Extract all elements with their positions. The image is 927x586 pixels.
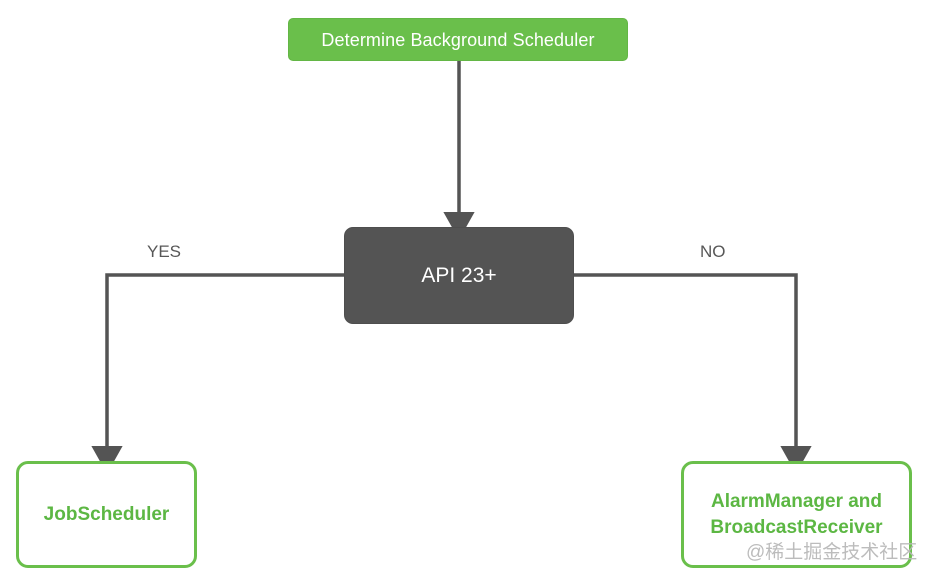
node-alarmmanager-broadcastreceiver[interactable]: AlarmManager and BroadcastReceiver [681, 461, 912, 568]
watermark: @稀土掘金技术社区 [746, 542, 918, 563]
node-label: Determine Background Scheduler [321, 29, 595, 50]
edge-decision-to-yes [91, 273, 344, 474]
node-label: API 23+ [421, 264, 497, 287]
node-api-23-plus[interactable]: API 23+ [344, 227, 574, 324]
edge-label-yes: YES [147, 242, 182, 261]
node-determine-background-scheduler[interactable]: Determine Background Scheduler [288, 18, 628, 61]
node-label-line-1: AlarmManager and [710, 491, 883, 513]
node-label-line-2: BroadcastReceiver [710, 516, 883, 538]
node-label: AlarmManager and BroadcastReceiver [710, 489, 882, 539]
node-label: JobScheduler [43, 503, 170, 525]
edge-label-no: NO [700, 242, 726, 261]
edge-decision-to-no [574, 273, 812, 474]
node-jobscheduler[interactable]: JobScheduler [16, 461, 197, 568]
